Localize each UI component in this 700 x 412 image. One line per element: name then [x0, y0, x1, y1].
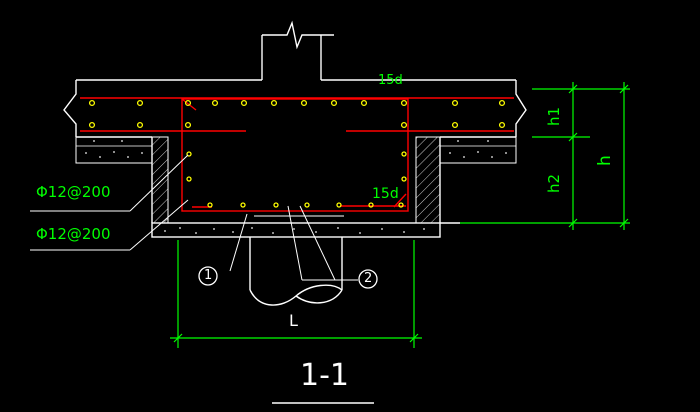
hatched-wall-left	[151, 136, 169, 224]
hatched-wall-right	[415, 136, 441, 224]
pile	[249, 215, 344, 306]
rebar-dots	[88, 99, 506, 208]
dimension-lines	[170, 82, 630, 348]
anchor-length-label-bottom: 15d	[372, 186, 399, 202]
rebar-spec-label-1: Φ12@200	[36, 183, 111, 201]
anchor-length-label-top: 15d	[378, 73, 403, 88]
screed-right	[439, 136, 517, 164]
rebar-spec-label-2: Φ12@200	[36, 225, 111, 243]
dimension-L-label: L	[289, 311, 298, 330]
callout-number-2: 2	[364, 271, 373, 286]
callout-number-1: 1	[204, 268, 213, 283]
callout-circle-2	[358, 269, 378, 289]
leader-lines	[30, 154, 358, 281]
column-above	[261, 20, 334, 80]
section-title: 1-1	[300, 358, 349, 393]
dimension-h2-label: h2	[545, 173, 563, 193]
dimension-h1-label: h1	[545, 106, 563, 126]
foundation-pad	[151, 222, 441, 238]
rebar-lines	[80, 97, 514, 212]
dimension-h-label: h	[595, 155, 615, 166]
screed-left	[75, 136, 153, 164]
callout-circle-1	[198, 266, 218, 286]
